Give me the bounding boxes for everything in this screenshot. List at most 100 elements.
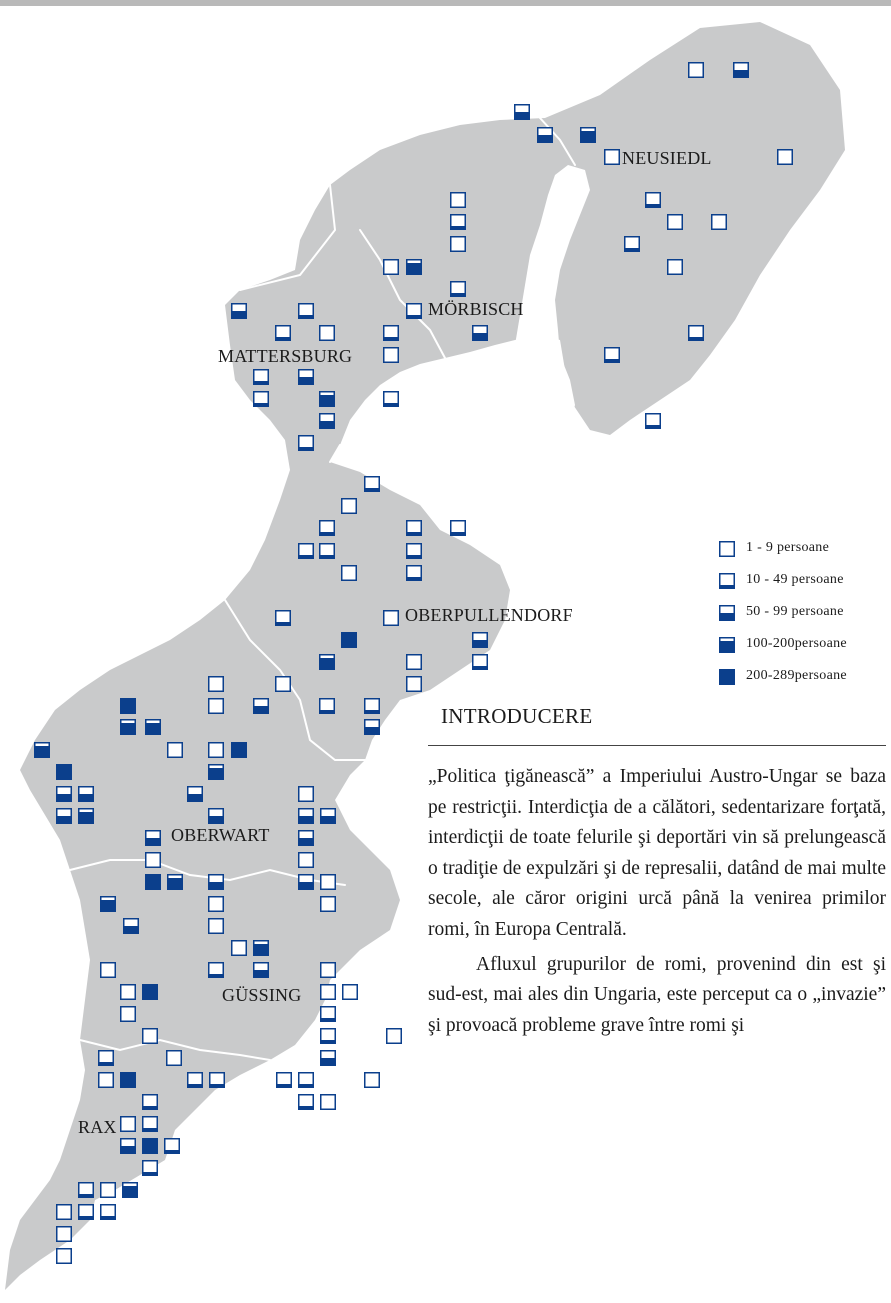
settlement-marker xyxy=(320,962,336,978)
settlement-marker xyxy=(142,1138,158,1154)
legend-label-1: 1 - 9 persoane xyxy=(746,540,830,555)
settlement-marker xyxy=(383,259,399,275)
settlement-marker xyxy=(78,808,94,824)
settlement-marker xyxy=(120,1006,136,1022)
legend-label-3: 50 - 99 persoane xyxy=(746,604,844,619)
settlement-marker xyxy=(341,498,357,514)
settlement-marker xyxy=(320,808,336,824)
legend-marker-2 xyxy=(719,573,735,589)
settlement-marker xyxy=(364,719,380,735)
intro-heading: INTRODUCERE xyxy=(441,704,593,728)
settlement-marker xyxy=(231,303,247,319)
settlement-marker xyxy=(275,610,291,626)
settlement-marker xyxy=(667,259,683,275)
settlement-marker xyxy=(56,786,72,802)
settlement-marker xyxy=(298,852,314,868)
settlement-marker xyxy=(56,1248,72,1264)
settlement-marker xyxy=(275,325,291,341)
settlement-marker xyxy=(645,192,661,208)
settlement-marker xyxy=(450,214,466,230)
settlement-marker xyxy=(320,896,336,912)
settlement-marker xyxy=(719,541,735,557)
settlement-marker xyxy=(120,984,136,1000)
settlement-marker xyxy=(98,1050,114,1066)
settlement-markers xyxy=(34,62,793,1264)
city-label-mattersburg: MATTERSBURG xyxy=(218,346,353,366)
settlement-marker xyxy=(386,1028,402,1044)
city-label-neusiedl: NEUSIEDL xyxy=(622,148,712,168)
settlement-marker xyxy=(164,1138,180,1154)
settlement-marker xyxy=(275,676,291,692)
settlement-marker xyxy=(514,104,530,120)
settlement-marker xyxy=(167,742,183,758)
settlement-marker xyxy=(450,281,466,297)
settlement-marker xyxy=(78,1182,94,1198)
settlement-marker xyxy=(253,369,269,385)
settlement-marker xyxy=(472,654,488,670)
heading-divider xyxy=(428,745,886,746)
settlement-marker xyxy=(319,698,335,714)
settlement-marker xyxy=(34,742,50,758)
settlement-marker xyxy=(120,1116,136,1132)
settlement-marker xyxy=(298,1094,314,1110)
settlement-marker xyxy=(406,303,422,319)
settlement-marker xyxy=(733,62,749,78)
city-label-morbisch: MÖRBISCH xyxy=(428,299,524,319)
settlement-marker xyxy=(364,698,380,714)
settlement-marker xyxy=(364,1072,380,1088)
settlement-marker xyxy=(604,347,620,363)
lake xyxy=(515,165,590,430)
settlement-marker xyxy=(253,698,269,714)
settlement-marker xyxy=(231,940,247,956)
settlement-marker xyxy=(450,192,466,208)
settlement-marker xyxy=(78,1204,94,1220)
settlement-marker xyxy=(719,605,735,621)
settlement-marker xyxy=(383,347,399,363)
settlement-marker xyxy=(298,435,314,451)
settlement-marker xyxy=(624,236,640,252)
city-label-rax: RAX xyxy=(78,1117,117,1137)
settlement-marker xyxy=(231,742,247,758)
settlement-marker xyxy=(122,1182,138,1198)
settlement-marker xyxy=(383,610,399,626)
settlement-marker xyxy=(56,808,72,824)
settlement-marker xyxy=(719,573,735,589)
legend-label-5: 200-289persoane xyxy=(746,668,847,683)
city-label-gussing: GÜSSING xyxy=(222,985,302,1005)
settlement-marker xyxy=(319,325,335,341)
legend-marker-3 xyxy=(719,605,735,621)
settlement-marker xyxy=(319,520,335,536)
settlement-marker xyxy=(145,874,161,890)
settlement-marker xyxy=(142,984,158,1000)
settlement-marker xyxy=(298,369,314,385)
settlement-marker xyxy=(208,742,224,758)
settlement-marker xyxy=(120,1138,136,1154)
settlement-marker xyxy=(56,1204,72,1220)
settlement-marker xyxy=(145,830,161,846)
settlement-marker xyxy=(298,543,314,559)
settlement-marker xyxy=(120,1072,136,1088)
settlement-marker xyxy=(298,874,314,890)
settlement-marker xyxy=(320,984,336,1000)
settlement-marker xyxy=(364,476,380,492)
legend-marker-1 xyxy=(719,541,735,557)
settlement-marker xyxy=(187,786,203,802)
settlement-marker xyxy=(688,325,704,341)
intro-paragraph-1: „Politica ţigănească” a Imperiului Austr… xyxy=(428,766,886,940)
settlement-marker xyxy=(142,1028,158,1044)
settlement-marker xyxy=(208,896,224,912)
settlement-marker xyxy=(406,676,422,692)
settlement-marker xyxy=(406,520,422,536)
settlement-marker xyxy=(319,654,335,670)
settlement-marker xyxy=(320,1028,336,1044)
settlement-marker xyxy=(142,1160,158,1176)
settlement-marker xyxy=(604,149,620,165)
settlement-marker xyxy=(319,413,335,429)
legend-label-4: 100-200persoane xyxy=(746,636,847,651)
settlement-marker xyxy=(777,149,793,165)
settlement-marker xyxy=(253,962,269,978)
settlement-marker xyxy=(406,259,422,275)
legend-marker-5 xyxy=(719,669,735,685)
settlement-marker xyxy=(341,632,357,648)
